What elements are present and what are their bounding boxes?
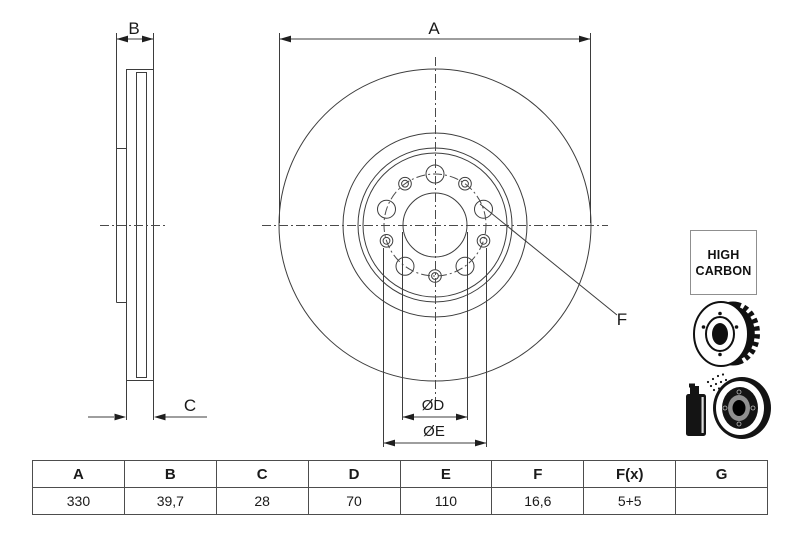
dim-label-a: A <box>428 19 440 38</box>
table-header-fx: F(x) <box>583 460 677 488</box>
table-value-a: 330 <box>32 487 125 515</box>
table-value-fx: 5+5 <box>583 487 677 515</box>
table-value-g <box>675 487 768 515</box>
table-value-d: 70 <box>307 487 401 515</box>
dimension-c: C <box>88 396 207 421</box>
table-header-f: F <box>491 460 585 488</box>
table-header-c: C <box>215 460 309 488</box>
table-header-d: D <box>307 460 401 488</box>
dimension-d: ØD <box>402 232 468 421</box>
dim-label-c: C <box>184 396 196 415</box>
table-value-c: 28 <box>215 487 309 515</box>
technical-drawing: B C <box>88 19 627 447</box>
dimension-b: B <box>116 19 154 43</box>
high-carbon-line2: CARBON <box>695 263 752 278</box>
leader-f: F <box>479 203 627 329</box>
dimension-table: A B C D E F F(x) G 330 39,7 28 70 110 16… <box>32 460 768 515</box>
coated-disc <box>713 377 771 439</box>
dimension-a: A <box>279 19 591 223</box>
table-value-b: 39,7 <box>123 487 217 515</box>
side-view <box>116 33 154 420</box>
dimension-table-header-row: A B C D E F F(x) G <box>32 460 768 488</box>
table-header-g: G <box>675 460 768 488</box>
dim-label-b: B <box>128 19 139 38</box>
dimension-table-value-row: 330 39,7 28 70 110 16,6 5+5 <box>32 487 768 515</box>
high-carbon-line1: HIGH <box>707 247 740 262</box>
table-header-b: B <box>123 460 217 488</box>
dim-label-f: F <box>617 310 627 329</box>
table-value-f: 16,6 <box>491 487 585 515</box>
front-view-centerlines <box>262 57 608 400</box>
table-header-e: E <box>399 460 493 488</box>
dim-label-e: ØE <box>423 423 445 440</box>
table-value-e: 110 <box>399 487 493 515</box>
vented-brake-disc-icon <box>693 301 761 367</box>
dim-label-d: ØD <box>422 397 445 414</box>
dimension-e: ØE <box>383 248 487 447</box>
high-carbon-badge: HIGH CARBON <box>690 230 757 295</box>
spray-coated-brake-disc-icon <box>686 373 771 439</box>
table-header-a: A <box>32 460 125 488</box>
